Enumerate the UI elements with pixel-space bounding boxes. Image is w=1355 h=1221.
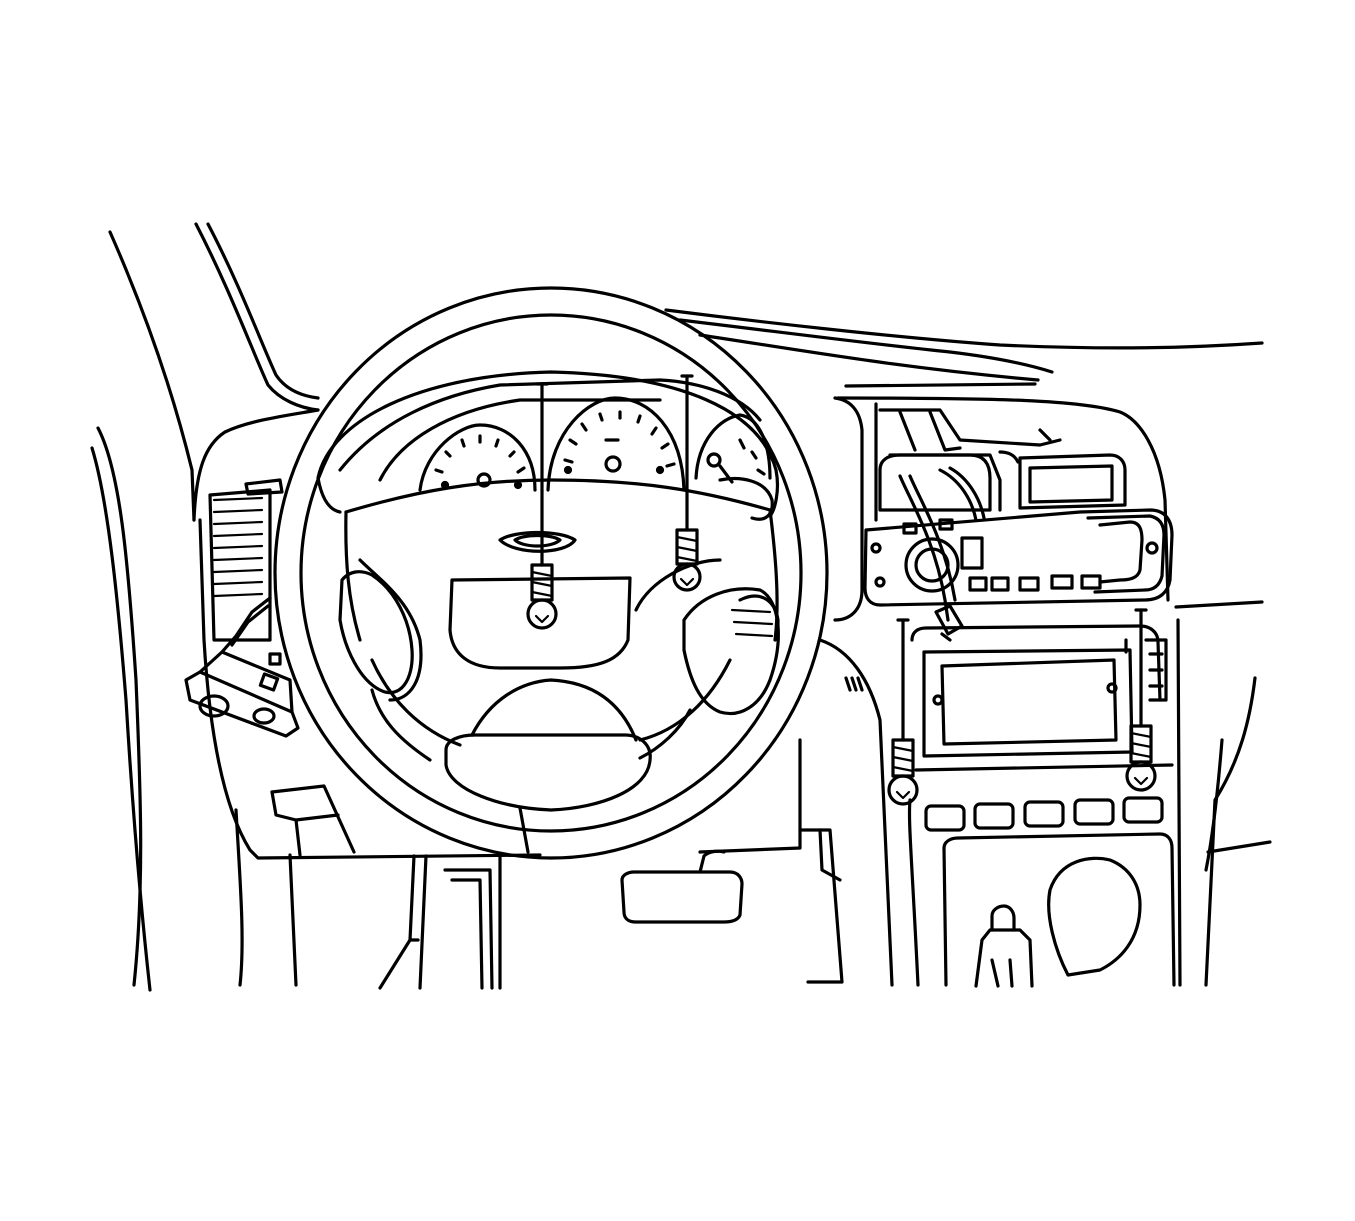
speedometer-gauge [546,396,686,492]
hvac-control-panel [907,618,1182,987]
fastener-screw-console-right [1125,608,1157,792]
console-bay [910,624,1168,758]
steering-wheel [273,286,829,860]
dashboard-lower-left [198,518,802,990]
fastener-screw-cluster-right [672,374,702,592]
radio-harness-connector [934,604,964,642]
radio-control-head [863,466,1174,622]
gear-shift-lever [942,832,1176,988]
accelerator-pedal [620,849,744,924]
instrument-cluster [338,378,774,521]
a-pillar [90,222,320,992]
fastener-screw-cluster-left [526,382,558,630]
tachometer-gauge [418,423,537,492]
emblem-icon [498,530,577,553]
center-stack [798,396,1127,987]
dashboard-upper [192,308,1264,602]
fuel-gauge [694,413,772,484]
fastener-screw-console-left [887,618,919,806]
steering-column [730,594,780,642]
door-edge-right [1174,600,1272,987]
headlamp-switch [184,596,300,738]
air-vent-left [208,478,284,642]
